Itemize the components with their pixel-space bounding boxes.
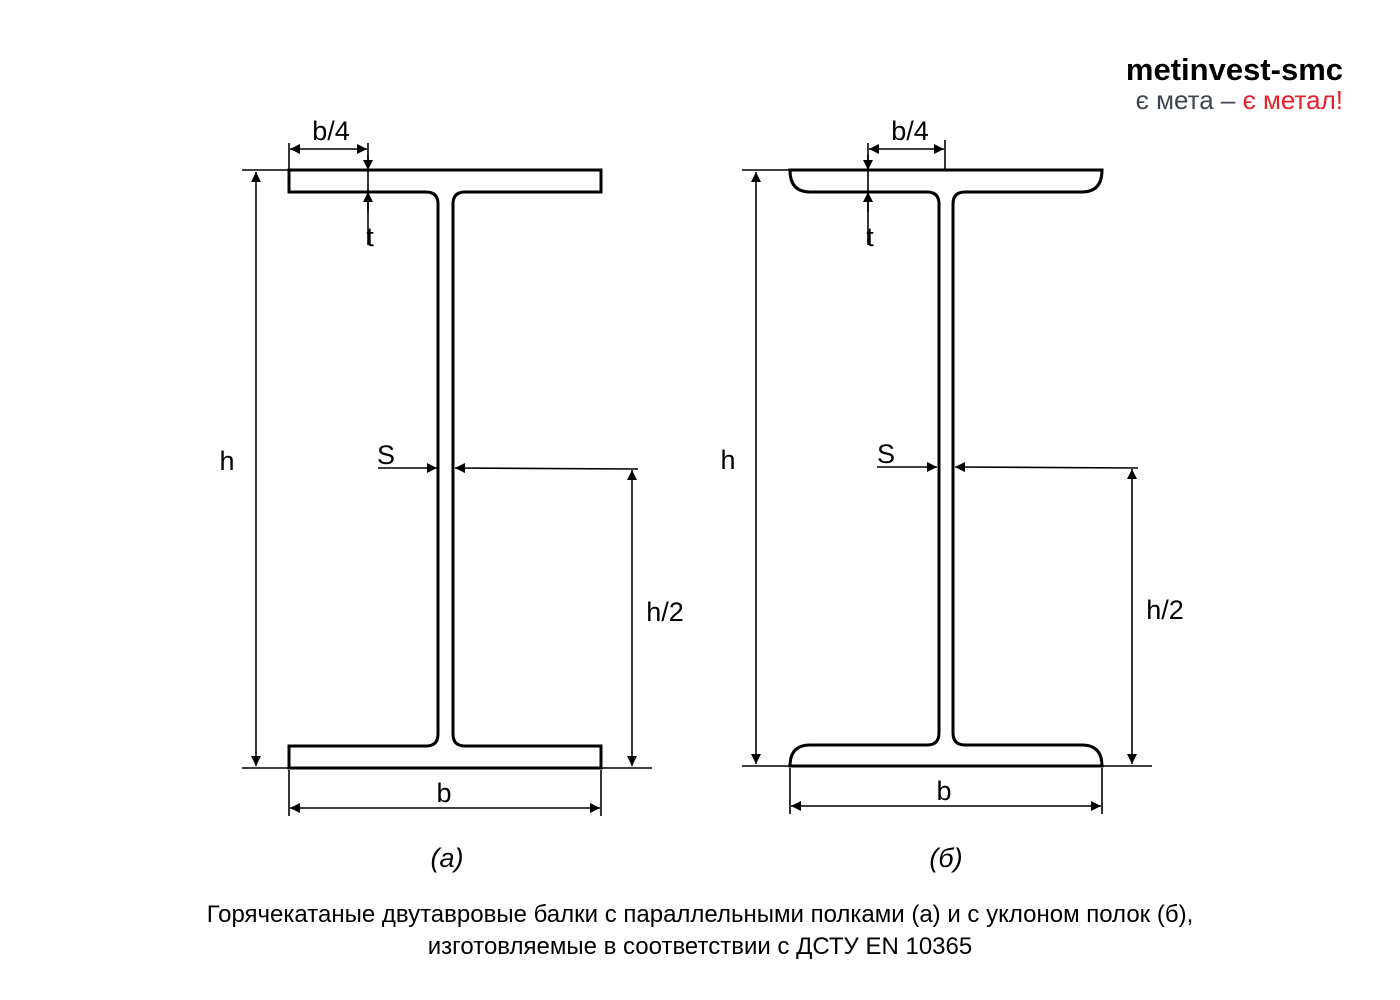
figure-caption-line2: изготовляемые в соответствии с ДСТУ EN 1… [428,933,972,960]
label-t: t [366,222,374,252]
s-arrow-right [454,463,639,474]
label-h: h [219,446,234,476]
caption-b: (б) [929,843,962,873]
caption-a: (а) [431,843,464,873]
figure-caption-line1: Горячекатаные двутавровые балки с паралл… [207,901,1194,928]
label-b4: b/4 [312,116,350,146]
label-b4: b/4 [891,116,929,146]
s-arrow-right [954,462,1139,473]
beam-a-dimensions [242,143,652,816]
slogan-part2: є метал! [1243,85,1343,115]
logo: metinvest-smc є мета – є метал! [1126,52,1343,115]
label-t: t [866,222,874,252]
label-s: S [877,439,895,469]
beam-a: b/4 t h S h/2 b (а) [219,116,683,873]
logo-name: metinvest-smc [1126,52,1343,87]
label-b: b [936,776,951,806]
slogan-part1: є мета – [1136,85,1243,115]
label-s: S [377,440,395,470]
beam-b-dimensions [742,140,1152,814]
label-h2: h/2 [1146,595,1184,625]
beam-b: b/4 t h S h/2 b (б) [720,116,1183,873]
logo-slogan: є мета – є метал! [1136,85,1343,115]
label-h2: h/2 [646,597,684,627]
label-b: b [436,778,451,808]
label-h: h [720,445,735,475]
